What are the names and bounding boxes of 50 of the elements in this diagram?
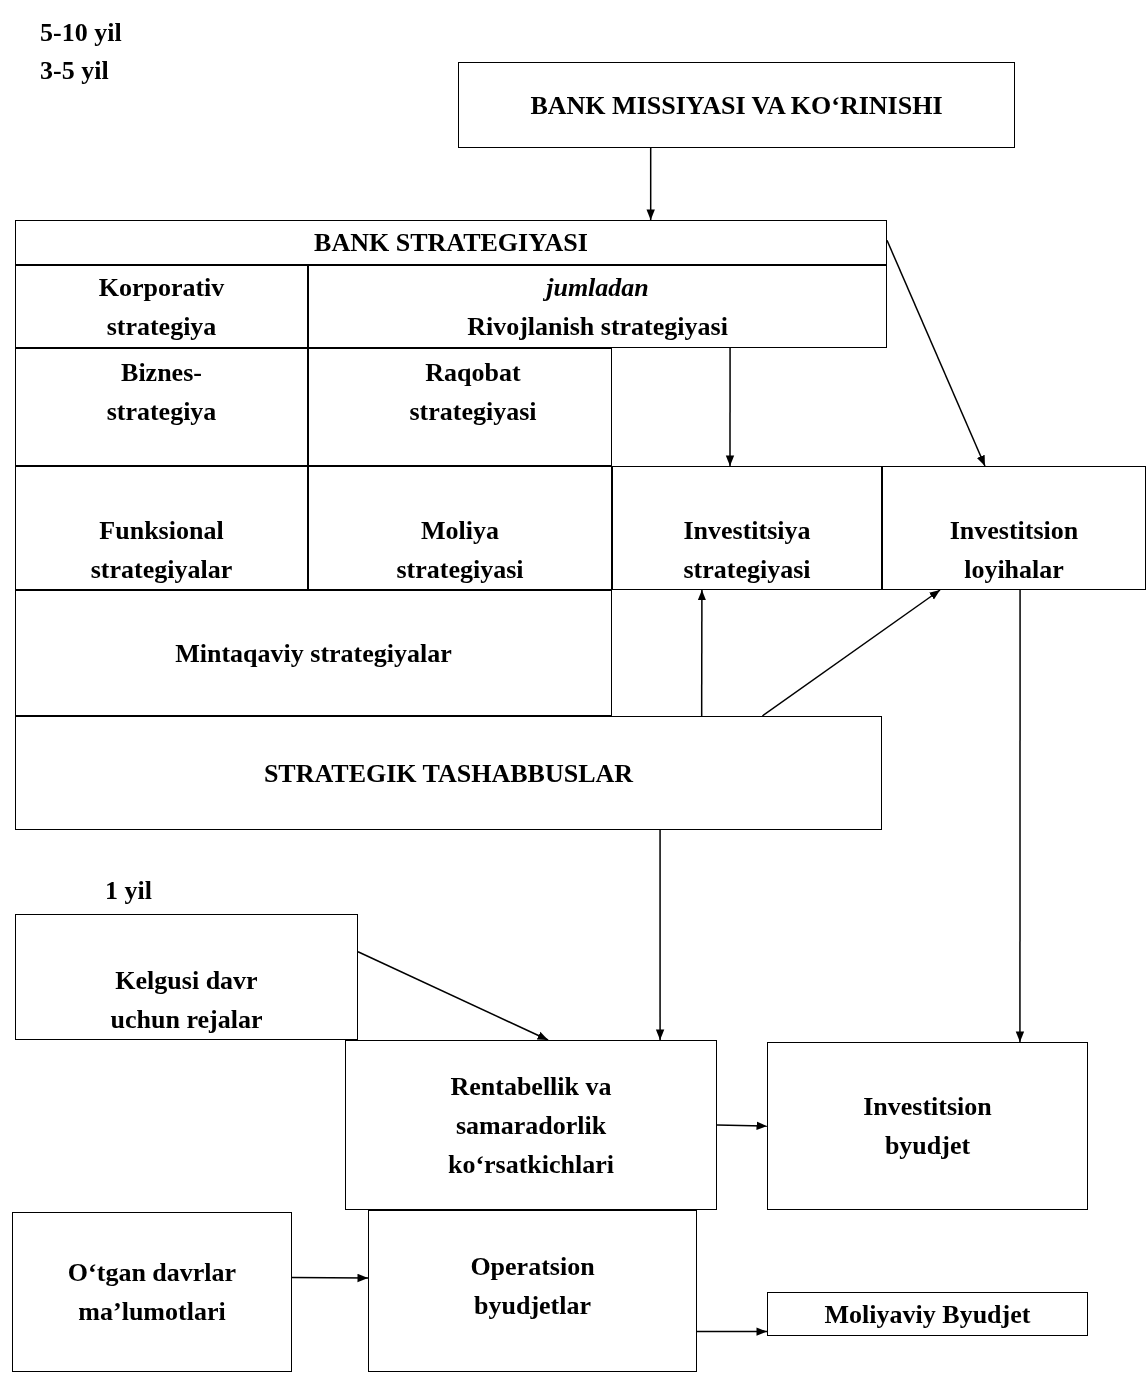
arrow (696, 1327, 768, 1336)
process-box (15, 914, 358, 1040)
process-box (15, 265, 308, 348)
arrow (646, 147, 655, 221)
box-text: Raqobat strategiyasi (408, 357, 538, 428)
box-text: Investitsion byudjet (862, 1091, 993, 1162)
box-text: BANK MISSIYASI VA KO‘RINISHI (530, 89, 943, 122)
process-box (767, 1042, 1088, 1210)
arrow (655, 829, 665, 1041)
period-label: 1 yil (105, 878, 152, 904)
process-box (612, 466, 882, 590)
arrow (761, 589, 941, 717)
box-text: STRATEGIK TASHABBUSLAR (263, 757, 634, 790)
box-text: Moliya strategiyasi (395, 515, 525, 586)
arrow (697, 589, 707, 717)
box-text: Operatsion byudjetlar (469, 1251, 596, 1322)
box-text: BANK STRATEGIYASI (314, 227, 588, 259)
process-box (15, 220, 887, 265)
arrow (716, 1121, 768, 1130)
process-box (15, 590, 612, 716)
process-box (308, 466, 612, 590)
process-box (458, 62, 1015, 148)
box-text: Mintaqaviy strategiyalar (175, 637, 452, 670)
process-box (15, 348, 308, 466)
arrow (291, 1273, 369, 1283)
process-box (15, 716, 882, 830)
period-label: 5-10 yil (40, 20, 122, 46)
box-text: Kelgusi davr uchun rejalar (109, 965, 264, 1036)
arrow (886, 239, 986, 467)
box-text: O‘tgan davrlar ma’lumotlari (66, 1257, 238, 1328)
arrow (725, 347, 735, 467)
box-text: Korporativ strategiya (97, 271, 226, 343)
process-box (308, 348, 612, 466)
process-box (368, 1210, 697, 1372)
arrow (1015, 589, 1025, 1043)
process-box (12, 1212, 292, 1372)
box-text: Funksional strategiyalar (89, 515, 234, 586)
box-text: Rivojlanish strategiyasi (467, 310, 728, 343)
box-text: Moliyaviy Byudjet (824, 1298, 1031, 1331)
arrow (357, 951, 549, 1041)
process-box (882, 466, 1146, 590)
process-box (345, 1040, 717, 1210)
period-label: 3-5 yil (40, 58, 109, 84)
process-box (308, 265, 887, 348)
box-text: Rentabellik va samaradorlik ko‘rsatkichlari (446, 1070, 616, 1181)
process-box (15, 466, 308, 590)
box-text: Biznes- strategiya (105, 357, 218, 428)
process-box (767, 1292, 1088, 1336)
box-text: Investitsiya strategiyasi (682, 515, 812, 586)
box-text: Investitsion loyihalar (948, 515, 1080, 586)
